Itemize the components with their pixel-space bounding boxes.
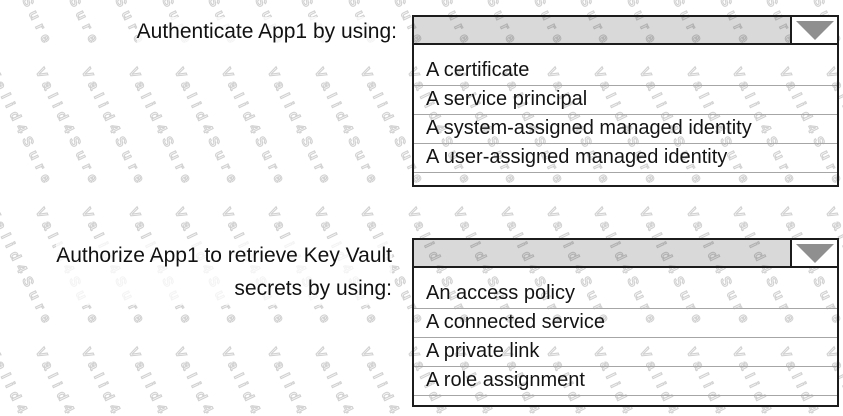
- dropdown-option[interactable]: A connected service: [414, 309, 837, 338]
- dropdown-option[interactable]: A system-assigned managed identity: [414, 115, 837, 144]
- question-1-dropdown-arrow-button[interactable]: [790, 17, 837, 43]
- dropdown-option[interactable]: A service principal: [414, 86, 837, 115]
- question-2-label-line: secrets by using:: [234, 277, 392, 300]
- dropdown-option[interactable]: A user-assigned managed identity: [414, 144, 837, 173]
- question-1-dropdown-header[interactable]: [414, 17, 837, 45]
- question-1-label-line: Authenticate App1 by using:: [136, 20, 397, 43]
- question-2-label-line: Authorize App1 to retrieve Key Vault: [56, 244, 392, 267]
- dropdown-option[interactable]: A role assignment: [414, 367, 837, 396]
- question-2-label: Authorize App1 to retrieve Key Vault sec…: [56, 239, 392, 305]
- chevron-down-icon: [795, 244, 834, 263]
- question-2-dropdown: An access policy A connected service A p…: [412, 238, 839, 407]
- chevron-down-icon: [795, 21, 834, 40]
- dropdown-option[interactable]: An access policy: [414, 280, 837, 309]
- question-2-option-list: An access policy A connected service A p…: [414, 268, 837, 396]
- question-1-dropdown: A certificate A service principal A syst…: [412, 15, 839, 187]
- question-2-dropdown-header[interactable]: [414, 240, 837, 268]
- dropdown-option[interactable]: A private link: [414, 338, 837, 367]
- question-1-label: Authenticate App1 by using:: [136, 17, 397, 46]
- question-1-option-list: A certificate A service principal A syst…: [414, 45, 837, 173]
- question-2-dropdown-arrow-button[interactable]: [790, 240, 837, 266]
- dropdown-option[interactable]: A certificate: [414, 57, 837, 86]
